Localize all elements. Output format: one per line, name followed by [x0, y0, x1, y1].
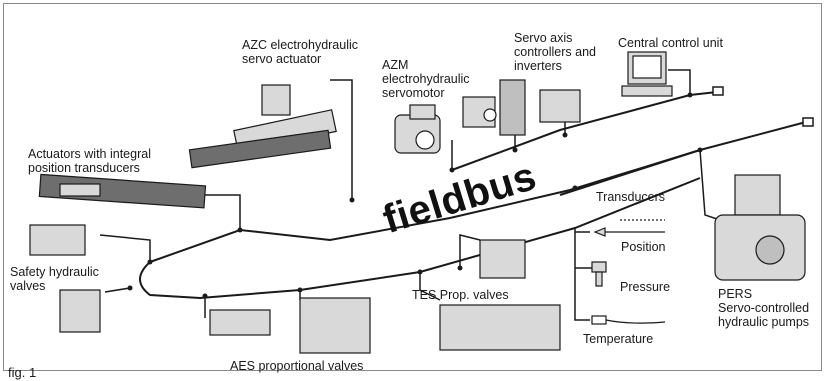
drop-actuators [200, 194, 241, 230]
drop-central [668, 69, 691, 95]
label-tes: TES Prop. valves [412, 288, 509, 302]
connector-right [802, 117, 814, 127]
figure-frame [3, 3, 822, 371]
drop-azc [330, 79, 353, 200]
tes-valves [439, 239, 561, 351]
label-transducers: Transducers [596, 190, 666, 204]
connector-central [712, 86, 724, 96]
label-position: Position [621, 240, 666, 254]
drop-tes2 [459, 234, 481, 268]
cable-central [451, 91, 718, 171]
bus-cable-lower [139, 149, 701, 300]
label-azc: AZC electrohydraulic servo actuator [242, 38, 359, 66]
label-pers: PERS Servo-controlled hydraulic pumps [718, 287, 810, 329]
label-central: Central control unit [618, 36, 723, 50]
drop-transducers [574, 228, 592, 321]
safety-valves [29, 224, 101, 333]
label-pressure: Pressure [620, 280, 671, 294]
label-safety: Safety hydraulic valves [10, 265, 99, 293]
label-aes: AES proportional valves [230, 359, 364, 373]
label-actuators: Actuators with integral position transdu… [28, 147, 151, 175]
drop-safety2 [104, 287, 131, 293]
drop-pers [699, 149, 721, 221]
label-azm: AZM electrohydraulic servomotor [382, 58, 470, 100]
azm-servomotor [394, 104, 441, 154]
transducers [591, 219, 666, 325]
drop-tes1 [419, 272, 441, 301]
pers-pump [714, 174, 806, 281]
central-unit [621, 51, 673, 97]
azc-actuator [188, 84, 337, 169]
drop-safety [99, 234, 151, 262]
figure-label: fig. 1 [8, 365, 37, 380]
aes-valves [209, 297, 371, 354]
servo-controllers [462, 79, 581, 136]
label-servo-axis: Servo axis controllers and inverters [514, 31, 596, 73]
label-temperature: Temperature [583, 332, 654, 346]
actuators-transducers [38, 173, 207, 209]
